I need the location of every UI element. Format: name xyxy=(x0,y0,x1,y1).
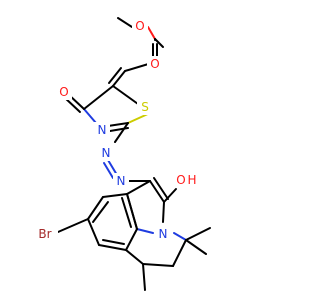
bond-azo-n-n-a xyxy=(107,159,118,176)
atom-label-azo-n1: N xyxy=(102,146,111,160)
atom-label-thiazole-n: N xyxy=(98,123,107,137)
bond-c5-s xyxy=(112,85,139,105)
bond-benz-4a xyxy=(98,244,127,251)
bond-benz-6b xyxy=(121,197,132,228)
bond-cme2-me2 xyxy=(185,239,207,255)
bond-c4-c5 xyxy=(83,85,114,110)
bond-carbonyl-c-ester-o xyxy=(154,38,164,48)
bond-o-carbonyl-c xyxy=(147,26,156,40)
bond-n3-c4 xyxy=(83,108,97,124)
bond-exo-alkene-b xyxy=(108,67,122,84)
bond-benz-3 xyxy=(87,218,100,246)
atom-azo-n2: N xyxy=(113,173,129,189)
atom-thiazole-n: N xyxy=(94,122,110,138)
atom-label-ester-o-methyl: O xyxy=(135,19,144,33)
atom-thiazole-s: S xyxy=(137,99,153,115)
bond-exo-alkene-a xyxy=(112,70,126,87)
bond-benz-1 xyxy=(102,193,128,198)
bond-cme2-me1 xyxy=(185,227,211,241)
atom-label-hydroxy-h: H xyxy=(187,173,196,187)
bond-c1-c8a xyxy=(126,180,151,195)
bond-benz-4b xyxy=(102,239,125,245)
bond-c2-o xyxy=(163,188,177,203)
atom-label-thiazole-s: S xyxy=(141,100,149,114)
bond-benz-2b xyxy=(92,201,109,223)
bond-n-c7a xyxy=(136,228,154,234)
atom-label-ester-o-carbonyl: O xyxy=(150,57,159,71)
bond-c2-n xyxy=(162,201,165,223)
atom-ring-n: N xyxy=(155,226,171,242)
atom-azo-n1: N xyxy=(98,145,114,161)
atom-hydroxy-o: O H xyxy=(172,172,200,188)
atom-label-hydroxy-o: O xyxy=(176,173,185,187)
atom-labels: O O S O N N N O H xyxy=(34,18,200,242)
atom-label-bromine: Br xyxy=(38,227,51,241)
bond-c-br xyxy=(57,218,89,233)
bond-c1-c2-b xyxy=(153,177,169,200)
atom-label-ring-n: N xyxy=(159,227,168,241)
bond-methyl-o xyxy=(117,17,133,28)
atom-keto-o: O xyxy=(56,84,72,100)
bond-n-cme2 xyxy=(173,232,187,241)
atom-bromine: Br xyxy=(34,226,58,242)
atom-label-keto-o: O xyxy=(59,85,68,99)
atom-ester-o-methyl: O xyxy=(132,18,148,34)
bond-ch-me xyxy=(142,263,146,291)
bond-c2-n-azo xyxy=(114,122,129,143)
bond-benz-5 xyxy=(125,228,138,251)
bond-azo-n-n-b xyxy=(103,162,114,179)
atom-label-azo-n2: N xyxy=(117,174,126,188)
bond-cme2-ch2 xyxy=(172,239,187,267)
bond-ch-aryl xyxy=(125,249,144,265)
atom-ester-o-carbonyl: O xyxy=(147,56,163,72)
bond-benz-6a xyxy=(126,193,138,230)
bond-c2-n3-a xyxy=(107,122,129,127)
bonds xyxy=(57,17,211,291)
bond-ch2-ch xyxy=(142,263,174,267)
bond-benz-2a xyxy=(87,196,104,220)
bond-c1-c2-a xyxy=(149,180,165,203)
chemical-structure-diagram: O O S O N N N O H xyxy=(34,17,211,291)
